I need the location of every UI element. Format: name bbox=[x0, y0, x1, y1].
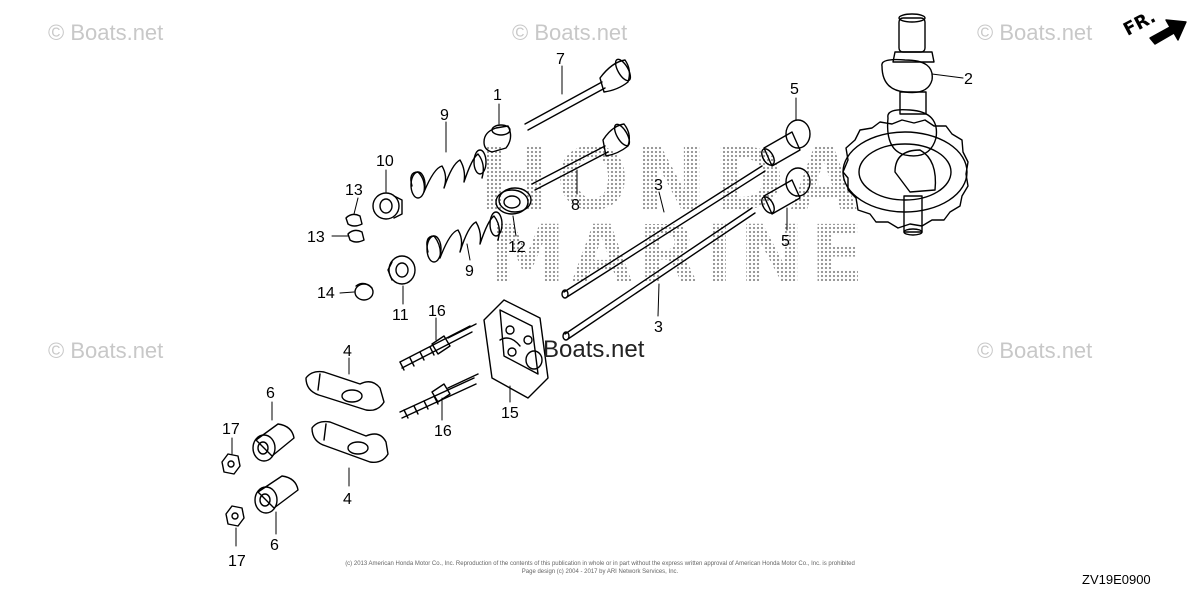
stud-bolt-upper-drawing bbox=[399, 323, 477, 371]
callout-3-upper: 3 bbox=[654, 177, 663, 194]
watermark-top-right: © Boats.net bbox=[977, 20, 1093, 45]
callout-labels: 1 2 3 3 4 4 5 5 6 6 7 8 9 9 10 11 12 13 … bbox=[222, 51, 973, 570]
callout-13-lower: 13 bbox=[307, 229, 325, 246]
callout-9-upper: 9 bbox=[440, 107, 449, 124]
pivot-nut-lower-drawing bbox=[254, 475, 299, 514]
callout-16-upper: 16 bbox=[428, 303, 446, 320]
callout-11: 11 bbox=[392, 307, 409, 324]
rocker-arm-upper-drawing bbox=[305, 370, 385, 412]
callout-4-upper: 4 bbox=[343, 343, 352, 360]
callout-5-lower: 5 bbox=[781, 233, 790, 250]
callout-9-lower: 9 bbox=[465, 263, 474, 280]
valve-lower-drawing bbox=[531, 123, 631, 191]
valve-lifter-upper-drawing bbox=[761, 119, 811, 167]
callout-4-lower: 4 bbox=[343, 491, 352, 508]
callout-3-lower: 3 bbox=[654, 319, 663, 336]
watermark-mid-left: © Boats.net bbox=[48, 338, 164, 363]
rocker-arm-lower-drawing bbox=[311, 420, 389, 464]
stem-seal-drawing bbox=[483, 124, 512, 153]
washer-drawing bbox=[495, 187, 532, 215]
callout-15: 15 bbox=[501, 405, 519, 422]
valve-spring-lower-drawing bbox=[426, 211, 503, 263]
valve-collet-lower-drawing bbox=[347, 229, 365, 243]
callout-14: 14 bbox=[317, 285, 335, 302]
valve-upper-drawing bbox=[524, 58, 632, 131]
brand-logo-line2: MARINE bbox=[488, 210, 870, 300]
valve-spring-upper-drawing bbox=[410, 149, 487, 199]
valve-lifter-lower-drawing bbox=[761, 167, 811, 215]
callout-17-lower: 17 bbox=[228, 553, 246, 570]
watermark-top-center: © Boats.net bbox=[512, 20, 628, 45]
push-rod-lower-drawing bbox=[562, 207, 756, 341]
valve-collet-upper-drawing bbox=[345, 213, 363, 227]
callout-6-upper: 6 bbox=[266, 385, 275, 402]
stud-bolt-lower-drawing bbox=[399, 373, 479, 419]
camshaft-drawing bbox=[842, 13, 969, 236]
callout-1: 1 bbox=[493, 87, 502, 104]
valve-cap-drawing bbox=[354, 282, 374, 301]
front-arrow-icon bbox=[1149, 19, 1187, 45]
lock-nut-lower-drawing bbox=[225, 505, 245, 527]
lock-nut-upper-drawing bbox=[221, 453, 241, 475]
spring-retainer-lower-drawing bbox=[387, 255, 416, 285]
copyright-line-1: (c) 2013 American Honda Motor Co., Inc. … bbox=[345, 561, 855, 567]
callout-17-upper: 17 bbox=[222, 421, 240, 438]
callout-10: 10 bbox=[376, 153, 394, 170]
callout-2: 2 bbox=[964, 71, 973, 88]
watermark-mid-right: © Boats.net bbox=[977, 338, 1093, 363]
copyright-line-2: Page design (c) 2004 - 2017 by ARI Netwo… bbox=[521, 569, 679, 575]
guide-plate-drawing bbox=[483, 299, 549, 399]
pivot-nut-upper-drawing bbox=[252, 423, 295, 462]
callout-13-upper: 13 bbox=[345, 182, 363, 199]
watermark-top-left: © Boats.net bbox=[48, 20, 164, 45]
callout-16-lower: 16 bbox=[434, 423, 452, 440]
callout-12: 12 bbox=[508, 239, 526, 256]
leader-lines bbox=[231, 65, 964, 547]
callout-7: 7 bbox=[556, 51, 565, 68]
spring-retainer-upper-drawing bbox=[372, 192, 403, 220]
callout-8: 8 bbox=[571, 197, 580, 214]
push-rod-upper-drawing bbox=[561, 165, 766, 299]
callout-5-upper: 5 bbox=[790, 81, 799, 98]
boats-net-label: Boats.net bbox=[543, 336, 645, 363]
diagram-code: ZV19E0900 bbox=[1082, 572, 1151, 587]
callout-6-lower: 6 bbox=[270, 537, 279, 554]
